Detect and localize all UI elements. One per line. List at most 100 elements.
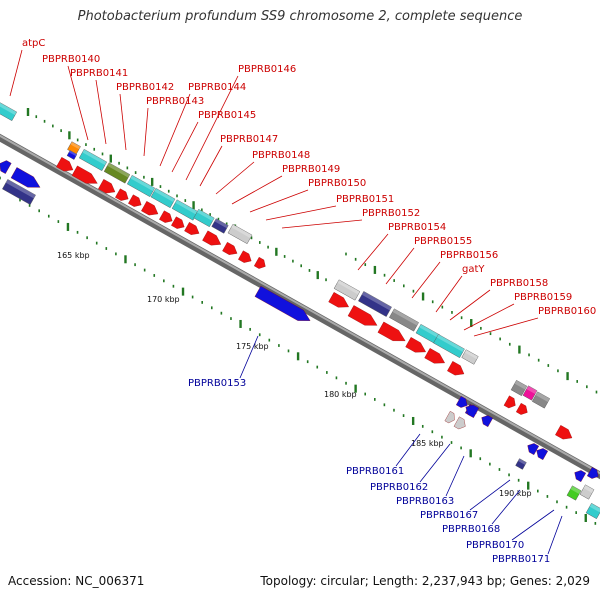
gene-box — [227, 223, 253, 245]
gene-arrow — [503, 395, 516, 409]
gene-box — [566, 485, 582, 501]
gene-arrow-body — [141, 201, 159, 216]
gene-arrow — [56, 157, 74, 172]
gene-box — [461, 349, 479, 365]
gene-arrow — [0, 160, 12, 174]
gene-arrow-body — [56, 157, 74, 172]
gene-arrow — [574, 470, 587, 483]
label-leader-lines — [9, 49, 563, 555]
gene-arrow-body — [184, 222, 200, 235]
gene-box-body — [103, 162, 131, 184]
gene-arrow-body — [0, 160, 12, 174]
gene-arrow-body — [424, 348, 445, 364]
gene-box-body — [531, 391, 551, 409]
gene-label: PBPRB0167 — [420, 510, 478, 521]
gene-box — [358, 291, 392, 317]
gene-label: PBPRB0156 — [440, 250, 498, 261]
leader-line — [511, 509, 555, 541]
gene-box-shine — [0, 99, 17, 116]
gene-label: PBPRB0155 — [414, 236, 472, 247]
gene-box-shine — [583, 484, 595, 494]
gene-arrow — [515, 402, 528, 415]
gene-arrow-body — [527, 443, 540, 456]
gene-arrow-body — [447, 361, 465, 376]
gene-arrow-body — [202, 230, 222, 246]
gene-label: PBPRB0160 — [538, 306, 596, 317]
gene-arrow — [586, 466, 599, 479]
gene-box-body — [585, 502, 600, 520]
gene-arrow-body — [98, 179, 116, 194]
gene-box-shine — [518, 458, 527, 465]
scale-label: 170 kbp — [147, 295, 180, 304]
gene-arrow-body — [128, 194, 142, 207]
gene-arrow-body — [347, 305, 378, 326]
gene-box-shine — [214, 218, 229, 229]
gene-arrow-body — [481, 415, 494, 428]
gene-box-shine — [535, 391, 550, 402]
gene-box-shine — [589, 503, 600, 513]
gene-arrow — [222, 242, 238, 255]
gene-arrow-body — [515, 402, 528, 415]
gene-box — [333, 279, 361, 301]
gene-box-shine — [392, 308, 419, 326]
gene-arrow — [10, 167, 41, 188]
leader-line — [265, 205, 337, 221]
gene-label: PBPRB0147 — [220, 134, 278, 145]
gene-box-body — [333, 279, 361, 301]
gene-arrow — [254, 285, 311, 321]
gene-box-body — [227, 223, 253, 245]
gene-box-shine — [570, 485, 582, 495]
gene-label: PBPRB0153 — [188, 378, 246, 389]
gene-box-shine — [175, 199, 198, 215]
gene-arrow-body — [453, 416, 466, 430]
leader-line — [385, 247, 415, 285]
leader-line — [473, 317, 539, 337]
gene-box-shine — [130, 175, 155, 192]
leader-line — [463, 303, 515, 331]
gene-box — [150, 187, 176, 209]
gene-box — [211, 218, 229, 234]
gene-box-shine — [107, 162, 130, 178]
gene-box — [585, 502, 600, 520]
gene-box-shine — [82, 149, 107, 166]
gene-box-body — [2, 179, 36, 205]
accession-text: Accession: NC_006371 — [8, 574, 145, 588]
gene-box-shine — [361, 291, 392, 311]
gene-arrow-body — [10, 167, 41, 188]
gene-arrow-body — [586, 466, 599, 479]
gene-box — [2, 179, 36, 205]
gene-label: PBPRB0152 — [362, 208, 420, 219]
gene-arrow-body — [171, 216, 185, 229]
leader-line — [419, 443, 451, 483]
gene-box-body — [433, 334, 465, 358]
gene-arrow-body — [328, 292, 349, 308]
gene-box-body — [566, 485, 582, 501]
gene-labels: atpCPBPRB0140PBPRB0141PBPRB0142PBPRB0143… — [22, 38, 596, 565]
gene-box-body — [211, 218, 229, 234]
gene-box — [531, 391, 551, 409]
gene-label: PBPRB0159 — [514, 292, 572, 303]
gene-arrow-body — [115, 188, 129, 201]
gene-arrow — [453, 416, 466, 430]
leader-line — [95, 79, 107, 145]
gene-label: PBPRB0151 — [336, 194, 394, 205]
gene-arrow — [447, 361, 465, 376]
gene-arrow-body — [555, 425, 573, 440]
gene-label: PBPRB0146 — [238, 64, 296, 75]
gene-arrow-body — [253, 256, 266, 269]
gene-arrow — [527, 443, 540, 456]
gene-box-shine — [5, 179, 36, 199]
gene-box-body — [510, 379, 528, 397]
gene-label: PBPRB0144 — [188, 82, 246, 93]
gene-box — [433, 334, 465, 358]
gene-box-shine — [154, 188, 176, 203]
leader-line — [249, 189, 309, 213]
leader-line — [469, 479, 511, 511]
gene-box-shine — [464, 349, 479, 360]
gene-arrow-body — [574, 470, 587, 483]
gene-box — [103, 162, 131, 184]
gene-box-body — [515, 458, 527, 470]
gene-arrow — [159, 210, 173, 223]
gene-label: PBPRB0142 — [116, 82, 174, 93]
